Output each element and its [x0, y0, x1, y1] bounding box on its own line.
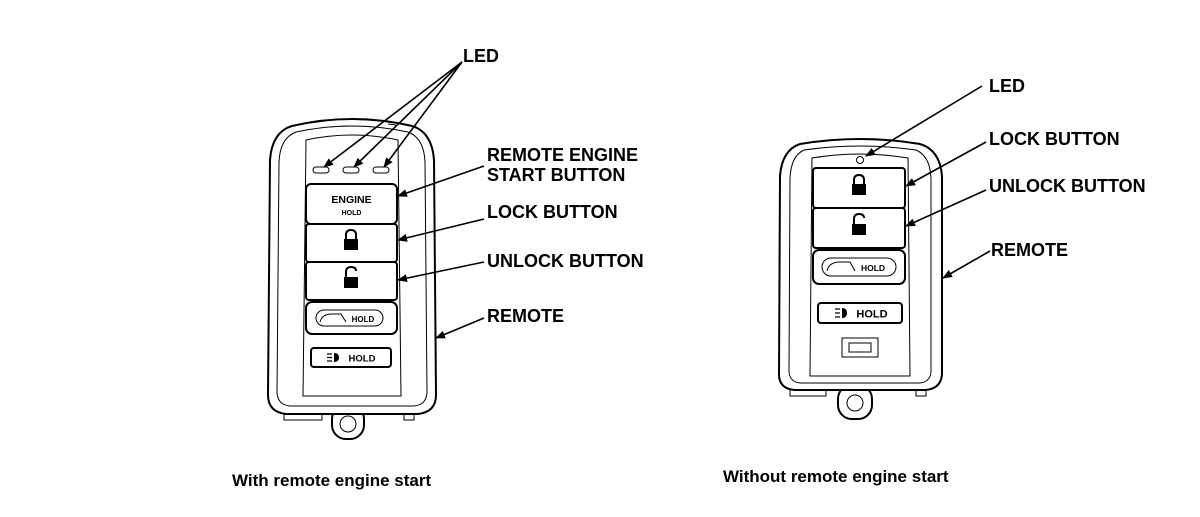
right-unlock-label: UNLOCK BUTTON [989, 176, 1146, 196]
left-lock-button[interactable] [305, 223, 398, 263]
right-led-label: LED [989, 76, 1025, 96]
left-engine-label: ENGINE [331, 194, 371, 206]
left-led-3 [372, 166, 390, 174]
tailgate-icon [826, 261, 856, 272]
right-slot [841, 337, 879, 358]
lock-icon [344, 228, 358, 250]
left-remote: ENGINE HOLD HOLD [232, 46, 644, 490]
left-remote-start-label-2: START BUTTON [487, 165, 625, 185]
right-led [856, 156, 864, 164]
left-remote-label: REMOTE [487, 306, 564, 326]
right-key-ring [837, 384, 873, 420]
unlock-icon [852, 212, 866, 235]
left-caption: With remote engine start [232, 471, 431, 490]
right-remote: HOLD HOLD LED LOCK BUTTON UNLOCK BUTTON … [723, 76, 1146, 486]
left-remote-start-label-1: REMOTE ENGINE [487, 145, 638, 165]
right-lock-label: LOCK BUTTON [989, 129, 1120, 149]
right-remote-label: REMOTE [991, 240, 1068, 260]
right-tailgate-hold-label: HOLD [861, 263, 885, 273]
left-tailgate-button[interactable]: HOLD [305, 301, 398, 335]
right-tailgate-button[interactable]: HOLD [812, 249, 906, 285]
left-panic-button[interactable]: HOLD [310, 347, 392, 368]
left-led-2 [342, 166, 360, 174]
left-led-label: LED [463, 46, 499, 66]
unlock-icon [344, 265, 358, 288]
left-led-group [312, 166, 390, 174]
right-panic-hold-label: HOLD [856, 309, 887, 321]
left-unlock-label: UNLOCK BUTTON [487, 251, 644, 271]
left-engine-button[interactable]: ENGINE HOLD [305, 183, 398, 225]
left-tailgate-hold-label: HOLD [352, 315, 375, 324]
right-lock-button[interactable] [812, 167, 906, 209]
right-caption: Without remote engine start [723, 467, 949, 486]
left-led-1 [312, 166, 330, 174]
tailgate-icon [319, 313, 347, 323]
headlight-icon [835, 308, 847, 318]
left-engine-hold-label: HOLD [342, 210, 362, 217]
lock-icon [852, 173, 866, 195]
right-panic-button[interactable]: HOLD [817, 302, 903, 324]
left-lock-label: LOCK BUTTON [487, 202, 618, 222]
left-panic-hold-label: HOLD [349, 354, 376, 365]
left-unlock-button[interactable] [305, 261, 398, 301]
headlight-icon [327, 353, 339, 362]
right-unlock-button[interactable] [812, 207, 906, 249]
